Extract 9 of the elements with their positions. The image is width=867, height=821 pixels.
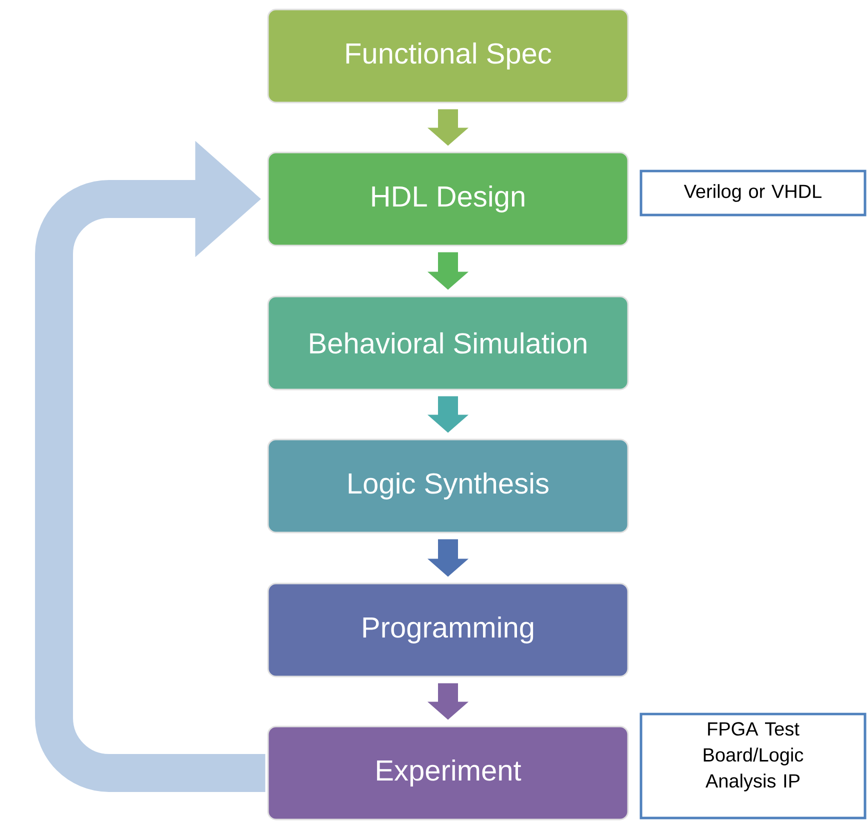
process-box: Functional Spec <box>267 8 629 104</box>
process-box: Programming <box>267 582 629 678</box>
note-box: Verilog or VHDL <box>640 170 866 216</box>
process-box: Behavioral Simulation <box>267 296 629 390</box>
feedback-arrow <box>35 140 266 792</box>
process-box: Logic Synthesis <box>267 438 629 534</box>
process-box: HDL Design <box>267 152 629 246</box>
process-box: Experiment <box>267 726 629 820</box>
note-box: FPGA Test Board/Logic Analysis IP <box>640 712 866 820</box>
